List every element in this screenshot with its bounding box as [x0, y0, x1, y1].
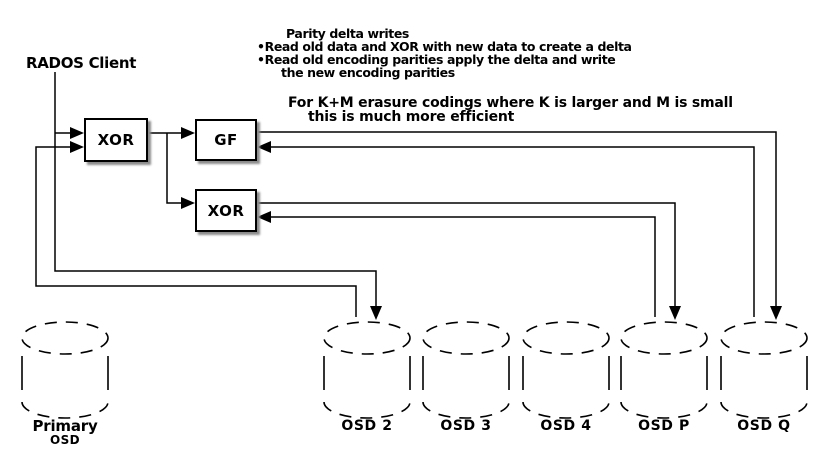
edge-osdq-read-to-gf	[271, 146, 755, 317]
primary-osd-label: Primary	[32, 417, 98, 435]
note-bullet-2-continuation: the new encoding parities	[281, 65, 455, 80]
arrowhead-into-xor2	[181, 197, 195, 209]
arrowhead-into-osdp	[669, 306, 681, 320]
xor2-box: XOR	[195, 189, 257, 232]
bullet-icon: •	[257, 39, 265, 54]
osd3-cylinder-icon	[422, 321, 510, 419]
osd4-label: OSD 4	[540, 418, 592, 434]
xor1-box-label: XOR	[97, 131, 135, 149]
edge-gf-write-to-osdq	[257, 131, 777, 306]
osdp-label: OSD P	[638, 418, 690, 434]
note-bullet-1: •Read old data and XOR with new data to …	[257, 39, 632, 54]
edge-osdp-read-to-xor2	[271, 216, 656, 317]
note-bullet-2: •Read old encoding parities apply the de…	[257, 52, 616, 67]
edge-xor2-write-to-osdp	[257, 202, 676, 306]
arrowhead-into-xor1-bottom	[70, 141, 84, 153]
osd2-cylinder-icon	[323, 321, 411, 419]
arrowhead-into-gf	[181, 127, 195, 139]
primary-osd-cylinder-icon	[21, 321, 109, 419]
osdq-cylinder-icon	[720, 321, 808, 419]
efficiency-note-line1: For K+M erasure codings where K is large…	[288, 95, 733, 111]
xor1-box: XOR	[84, 118, 148, 162]
rados-client-label: RADOS Client	[26, 54, 137, 72]
edge-osd2-read-to-xor1	[35, 146, 357, 317]
osdp-cylinder-icon	[620, 321, 708, 419]
gf-box: GF	[195, 119, 257, 161]
osdq-label: OSD Q	[737, 418, 791, 434]
osd4-cylinder-icon	[522, 321, 610, 419]
osd2-label: OSD 2	[341, 418, 393, 434]
primary-osd-sublabel: OSD	[49, 433, 80, 447]
notes-title: Parity delta writes	[286, 26, 409, 41]
efficiency-note-line2: this is much more efficient	[308, 109, 515, 125]
arrowhead-read-into-xor2	[257, 211, 271, 223]
osd3-label: OSD 3	[440, 418, 492, 434]
edge-client-write-to-osd2	[54, 72, 377, 306]
edge-xor1-to-xor2	[166, 133, 181, 204]
arrowhead-into-xor1-top	[70, 127, 84, 139]
xor2-box-label: XOR	[207, 201, 245, 220]
arrowhead-read-into-gf	[257, 141, 271, 153]
gf-box-label: GF	[214, 131, 238, 149]
arrowhead-into-osdq	[770, 306, 782, 320]
arrowhead-into-osd2	[370, 306, 382, 320]
bullet-icon: •	[257, 52, 265, 67]
